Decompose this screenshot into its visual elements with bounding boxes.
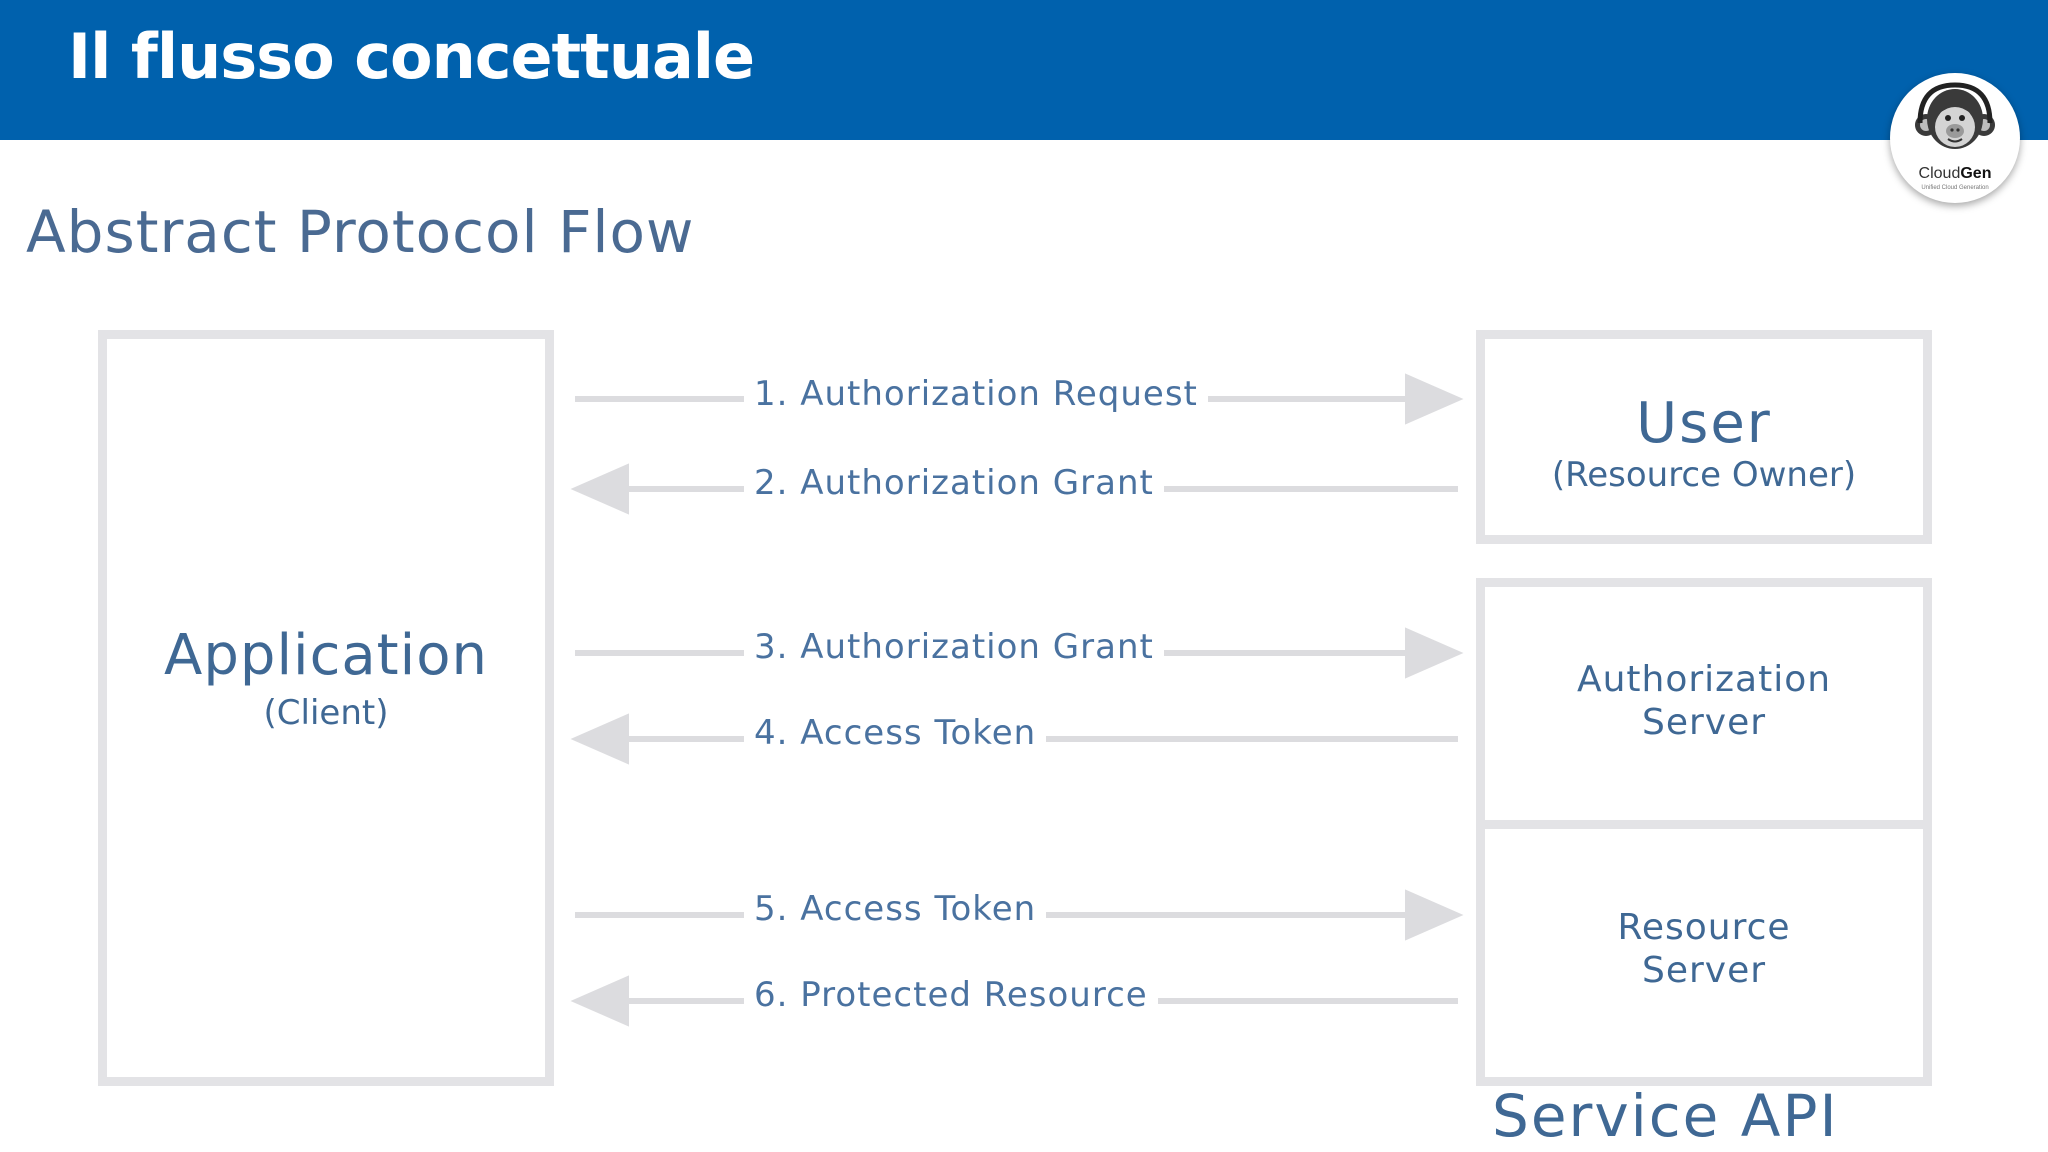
step-1-label: 1. Authorization Request [744,374,1208,414]
slide-title: Il flusso concettuale [68,20,755,93]
monkey-icon [1915,82,1995,149]
application-role: (Client) [263,693,389,733]
title-bar: Il flusso concettuale [0,0,2048,140]
arrowhead-step-6 [570,975,629,1027]
logo-tagline: Unified Cloud Generation [1921,185,1989,191]
step-4-label: 4. Access Token [744,713,1047,753]
step-5-label: 5. Access Token [744,889,1047,929]
diagram-title: Abstract Protocol Flow [26,198,695,266]
logo-wordmark: CloudGen [1918,165,1992,182]
user-box: User (Resource Owner) [1476,330,1932,544]
resource-server-line1: Resource [1617,907,1791,948]
step-2-label: 2. Authorization Grant [744,463,1164,503]
arrowhead-step-2 [570,463,629,515]
user-name: User [1636,391,1772,456]
application-box: Application (Client) [98,330,554,1086]
resource-server-box: Resource Server [1476,820,1932,1086]
arrowhead-step-4 [570,713,629,765]
arrowhead-step-3 [1405,627,1464,679]
step-6-label: 6. Protected Resource [744,975,1158,1015]
cloudgen-logo: CloudGen Unified Cloud Generation [1890,73,2020,203]
resource-server-line2: Server [1641,950,1767,991]
authorization-server-line2: Server [1641,702,1767,743]
application-name: Application [164,623,488,688]
arrowhead-step-5 [1405,889,1464,941]
authorization-server-line1: Authorization [1576,659,1832,700]
step-3-label: 3. Authorization Grant [744,627,1164,667]
user-role: (Resource Owner) [1551,455,1857,495]
service-api-label: Service API [1492,1082,1839,1150]
arrowhead-step-1 [1405,373,1464,425]
authorization-server-box: Authorization Server [1476,578,1932,830]
